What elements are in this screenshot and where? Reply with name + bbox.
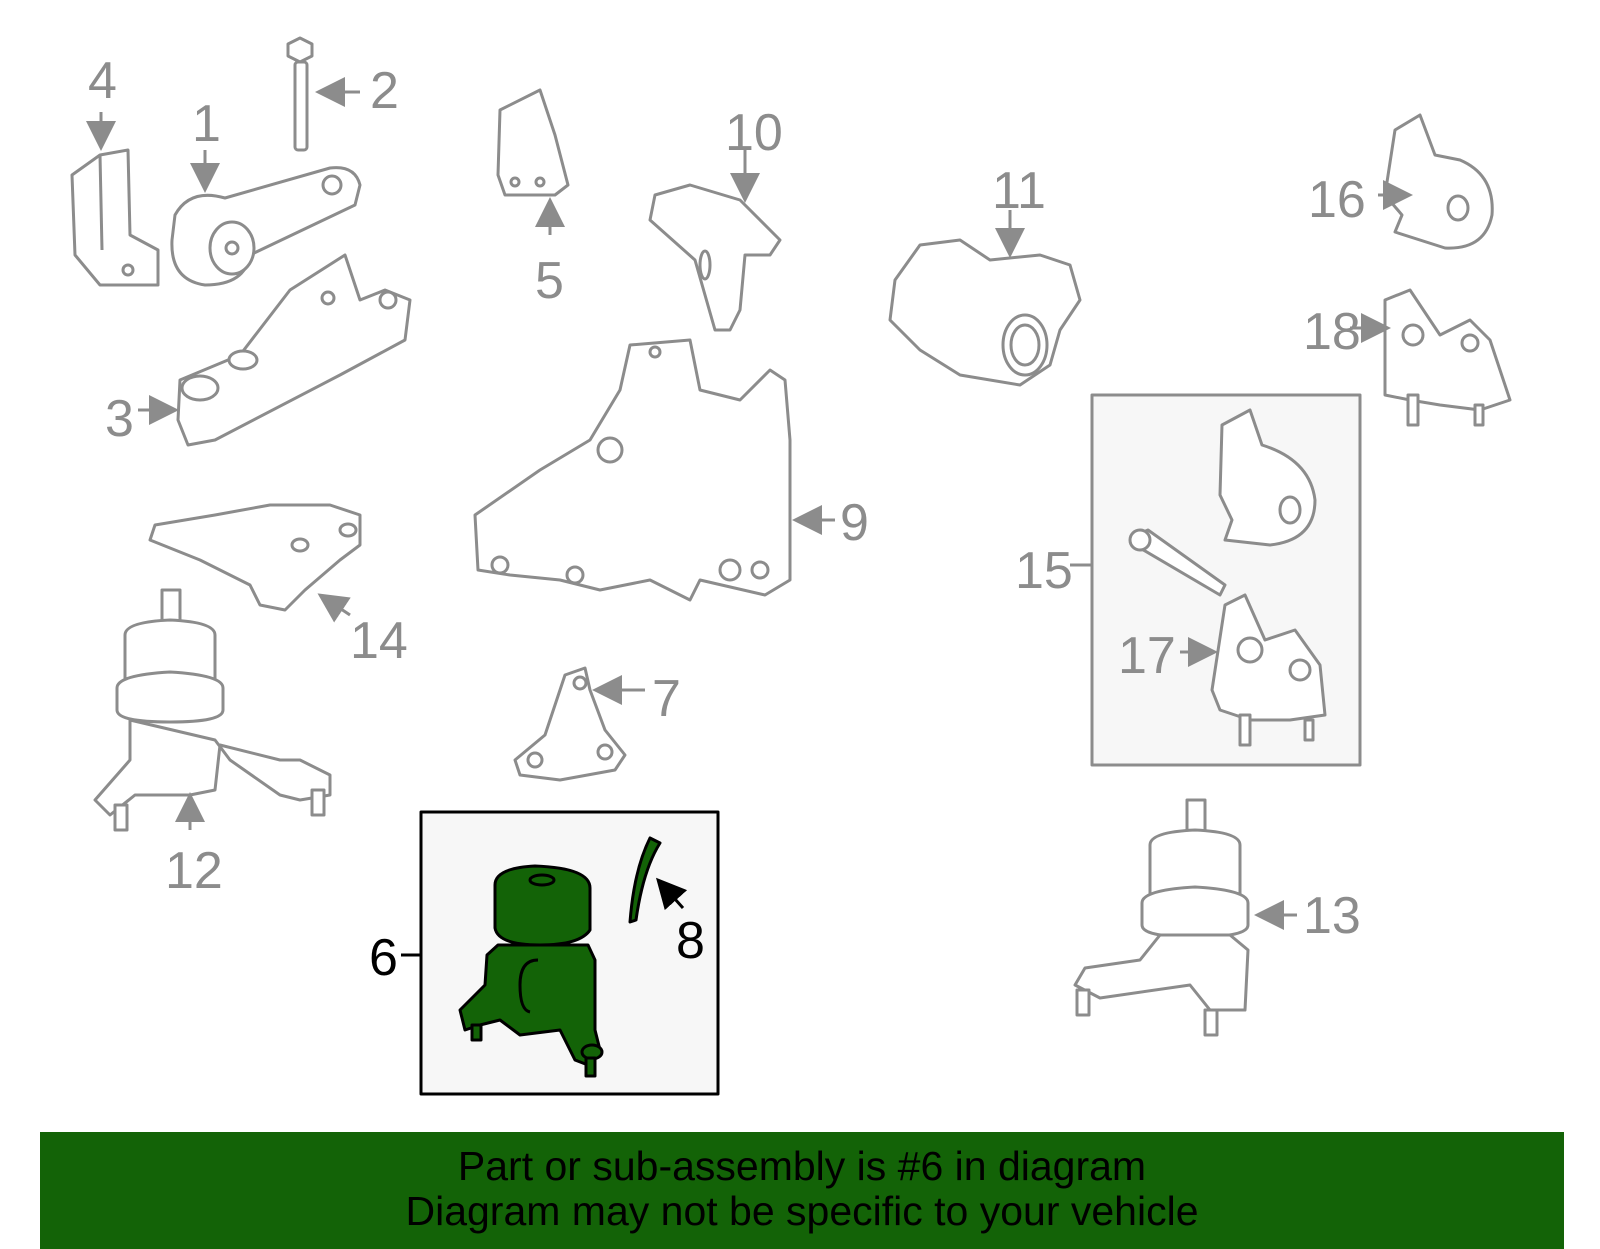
part-9-bracket-icon xyxy=(473,338,835,602)
callout-15: 15 xyxy=(1015,542,1073,600)
callout-3: 3 xyxy=(105,390,134,448)
callout-7: 7 xyxy=(652,670,681,728)
part-17-bracket-icon xyxy=(1180,593,1327,747)
part-13-mount-icon xyxy=(1073,798,1297,1037)
callout-14: 14 xyxy=(350,612,408,670)
part-8-clip-icon xyxy=(628,836,688,924)
notice-banner: Part or sub-assembly is #6 in diagram Di… xyxy=(40,1132,1564,1249)
part-4-bracket-icon xyxy=(70,112,160,287)
banner-line-1: Part or sub-assembly is #6 in diagram xyxy=(457,1143,1147,1189)
callout-17: 17 xyxy=(1118,627,1176,685)
callout-1: 1 xyxy=(192,95,221,153)
callout-8: 8 xyxy=(676,912,705,970)
part-11-bracket-icon xyxy=(888,210,1082,387)
callout-2: 2 xyxy=(370,62,399,120)
part-3-bracket-icon xyxy=(138,253,412,447)
part-7-bracket-icon xyxy=(513,666,645,782)
callout-18: 18 xyxy=(1303,303,1361,361)
part-12-mount-icon xyxy=(93,588,332,832)
part-16-mount-icon xyxy=(1378,113,1494,250)
part-14-bracket-icon xyxy=(148,503,362,623)
callout-12: 12 xyxy=(165,842,223,900)
callout-9: 9 xyxy=(840,494,869,552)
part-2-bolt-icon xyxy=(286,36,360,152)
part-18-bracket-icon xyxy=(1350,288,1512,427)
banner-line-2: Diagram may not be specific to your vehi… xyxy=(405,1188,1199,1234)
diagram-canvas xyxy=(70,36,1512,1096)
part-15-mount-icon xyxy=(1128,408,1317,597)
callout-4: 4 xyxy=(88,52,117,110)
part-5-bracket-icon xyxy=(496,88,570,235)
callout-6: 6 xyxy=(369,929,398,987)
callout-5: 5 xyxy=(535,252,564,310)
part-1-torque-rod-icon xyxy=(170,150,362,287)
parts-diagram: 4 1 2 3 5 10 11 16 18 9 15 17 14 7 12 13… xyxy=(70,36,1512,1096)
callout-11: 11 xyxy=(992,162,1046,220)
callout-13: 13 xyxy=(1303,887,1361,945)
part-10-bracket-icon xyxy=(648,150,782,332)
part-6-engine-mount-icon xyxy=(458,864,604,1078)
callout-10: 10 xyxy=(725,104,783,162)
callout-16: 16 xyxy=(1308,171,1366,229)
